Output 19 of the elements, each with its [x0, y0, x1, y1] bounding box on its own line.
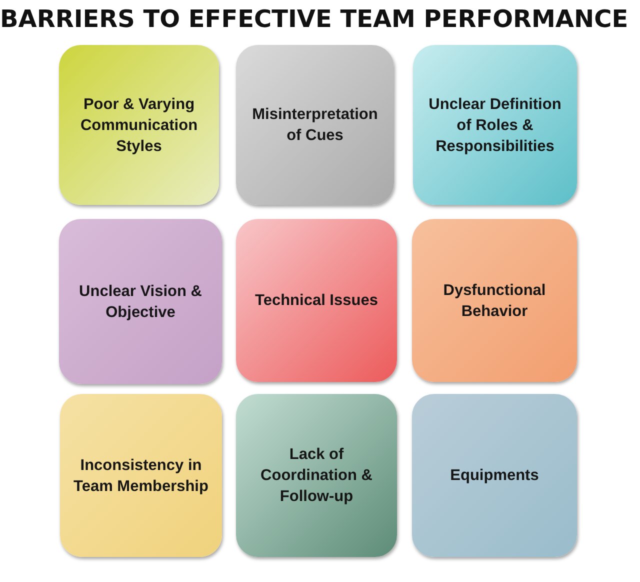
barrier-card [413, 45, 577, 205]
barrier-card [60, 394, 222, 557]
barrier-label: Equipments [450, 466, 539, 486]
barrier-label: Poor & Varying Communication Styles [79, 94, 199, 156]
barrier-card [412, 394, 577, 557]
barrier-label: Technical Issues [255, 291, 378, 311]
barrier-card [59, 45, 219, 205]
barrier-card [412, 219, 577, 382]
barrier-card [236, 45, 394, 205]
barrier-label: Unclear Vision & Objective [78, 282, 203, 322]
barrier-label: Dysfunctional Behavior [442, 280, 547, 322]
title: BARRIERS TO EFFECTIVE TEAM PERFORMANCE [0, 4, 628, 34]
barrier-label: Misinterpretation of Cues [251, 105, 379, 146]
barrier-card [59, 219, 222, 384]
barrier-label: Lack of Coordination & Follow-up [260, 445, 374, 507]
barrier-label: Inconsistency in Team Membership [72, 456, 210, 496]
barrier-label: Unclear Definition of Roles & Responsibilities [428, 94, 562, 156]
barrier-card [236, 394, 397, 557]
barrier-card [236, 219, 397, 382]
